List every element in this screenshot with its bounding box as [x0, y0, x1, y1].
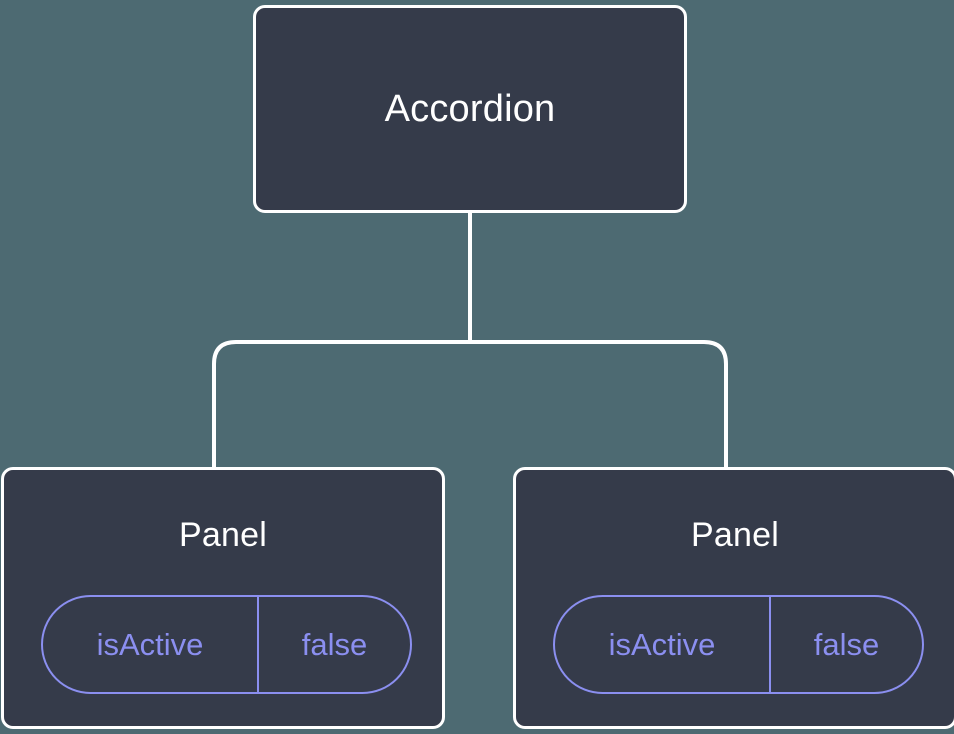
- prop-pill-isactive[interactable]: isActive false: [41, 595, 412, 694]
- prop-pill-isactive[interactable]: isActive false: [553, 595, 924, 694]
- prop-value: false: [301, 627, 368, 662]
- edge-root-to-panel-right: [470, 340, 728, 470]
- tree-node-panel-left[interactable]: Panel isActive false: [1, 467, 445, 729]
- tree-node-panel-right[interactable]: Panel isActive false: [513, 467, 954, 729]
- prop-value: false: [813, 627, 880, 662]
- tree-node-accordion[interactable]: Accordion: [253, 5, 687, 213]
- tree-node-label: Panel: [179, 516, 267, 554]
- tree-node-label: Accordion: [384, 88, 556, 130]
- tree-node-label: Panel: [691, 516, 779, 554]
- edge-root-to-panel-left: [212, 340, 470, 470]
- prop-key: isActive: [555, 597, 771, 692]
- prop-key: isActive: [43, 597, 259, 692]
